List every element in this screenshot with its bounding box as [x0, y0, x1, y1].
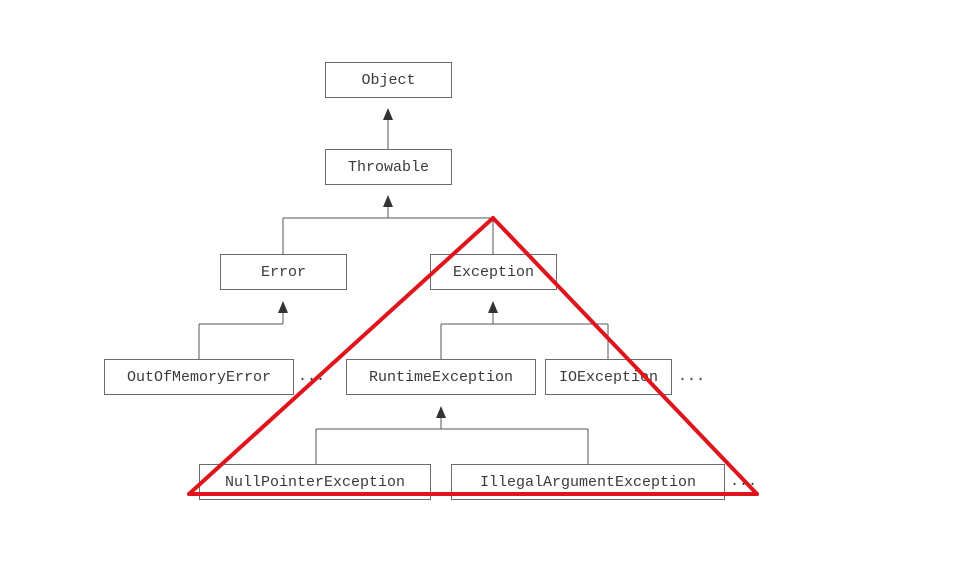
ellipsis-after-io-exception: ... [678, 368, 706, 385]
arrowhead-throwable [383, 195, 393, 207]
arrowhead-runtime-exception [436, 406, 446, 418]
node-out-of-memory-error: OutOfMemoryError [104, 359, 294, 395]
triangle-right-side [491, 216, 759, 496]
node-object: Object [325, 62, 452, 98]
node-throwable: Throwable [325, 149, 452, 185]
arrowhead-error [278, 301, 288, 313]
arrowhead-exception [488, 301, 498, 313]
ellipsis-after-oom: ... [298, 368, 326, 385]
triangle-left-side [187, 216, 495, 496]
arrowhead-object [383, 108, 393, 120]
node-error: Error [220, 254, 347, 290]
node-runtime-exception: RuntimeException [346, 359, 536, 395]
node-io-exception: IOException [545, 359, 672, 395]
